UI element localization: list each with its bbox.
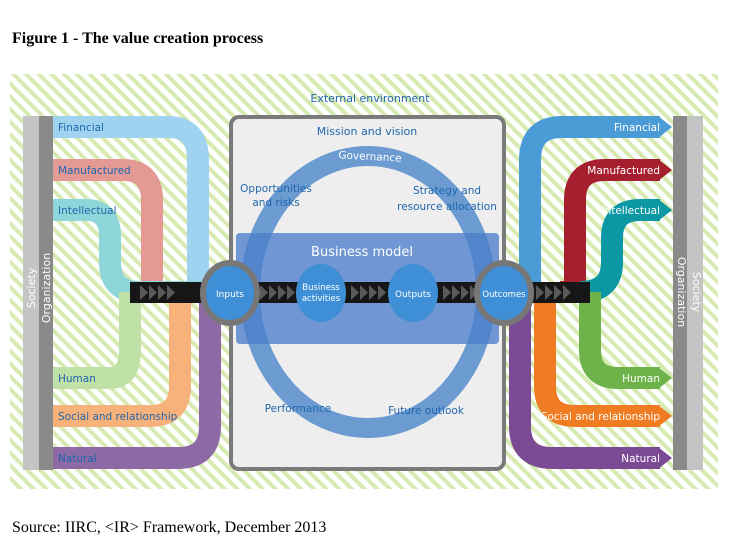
- governance-label: Governance: [338, 149, 402, 164]
- flow-chevron: [470, 285, 478, 300]
- flow-chevron: [443, 285, 451, 300]
- outcomes-label: Outcomes: [482, 290, 526, 300]
- right-arrowheads: [658, 116, 672, 469]
- capital-intellectual-left: Intellectual: [58, 205, 117, 217]
- opportunities-label-line1: Opportunities: [240, 183, 312, 195]
- capital-labels-right: Financial Manufactured Intellectual Huma…: [541, 122, 661, 465]
- outputs-label: Outputs: [395, 290, 431, 300]
- society-label-left: Society: [25, 267, 38, 308]
- opportunities-label-line2: and risks: [252, 197, 299, 209]
- strategy-label-line1: Strategy and: [413, 185, 481, 197]
- flow-intellectual-right: [579, 199, 660, 303]
- flow-chevron: [260, 285, 268, 300]
- flow-chevron: [167, 285, 175, 300]
- flow-chevron: [369, 285, 377, 300]
- business-model-label: Business model: [311, 245, 413, 260]
- flow-chevron: [461, 285, 469, 300]
- inputs-label: Inputs: [216, 290, 244, 300]
- capital-social-left: Social and relationship: [58, 411, 178, 423]
- flow-chevron: [554, 285, 562, 300]
- capital-manufactured-right: Manufactured: [587, 165, 660, 177]
- flow-chevron: [536, 285, 544, 300]
- business-activities-node: [296, 264, 346, 322]
- left-society-bar: Society Organization: [23, 116, 53, 470]
- source-note: Source: IIRC, <IR> Framework, December 2…: [12, 519, 327, 536]
- flow-chevron: [149, 285, 157, 300]
- business-activities-label-line1: Business: [302, 283, 340, 293]
- inputs-node: [206, 266, 254, 320]
- left-capital-flows: [52, 116, 221, 469]
- flow-chevron: [563, 285, 571, 300]
- flow-natural-right: [509, 292, 660, 469]
- flow-chevron: [140, 285, 148, 300]
- flow-chevron: [452, 285, 460, 300]
- performance-label: Performance: [265, 403, 332, 415]
- business-activities-label-line2: activities: [302, 294, 341, 304]
- flow-chevron: [545, 285, 553, 300]
- flow-chevron: [269, 285, 277, 300]
- mission-vision-label: Mission and vision: [317, 125, 418, 138]
- value-flow-chevrons: [140, 285, 571, 300]
- flow-intellectual-left: [52, 199, 220, 303]
- flow-manufactured-right: [560, 159, 660, 303]
- right-society-bar: Organization Society: [673, 116, 703, 470]
- flow-manufactured-left: [52, 159, 163, 292]
- capital-manufactured-left: Manufactured: [58, 165, 131, 177]
- flow-financial-left: [52, 116, 209, 292]
- flow-chevron: [378, 285, 386, 300]
- flow-human-left: [52, 292, 141, 389]
- flow-chevron: [158, 285, 166, 300]
- strategy-label-line2: resource allocation: [397, 201, 497, 213]
- flow-social-left: [52, 292, 191, 427]
- capital-natural-left: Natural: [58, 453, 97, 465]
- capital-natural-right: Natural: [621, 453, 660, 465]
- flow-human-right: [579, 292, 660, 389]
- capital-financial-right: Financial: [614, 122, 660, 134]
- flow-social-right: [534, 292, 660, 427]
- flow-chevron: [360, 285, 368, 300]
- society-label-right: Society: [690, 272, 703, 313]
- capital-labels-left: Financial Manufactured Intellectual Huma…: [58, 122, 178, 465]
- flow-chevron: [287, 285, 295, 300]
- outputs-node: [388, 264, 438, 322]
- flow-chevron: [278, 285, 286, 300]
- capital-human-right: Human: [622, 373, 660, 385]
- capital-social-right: Social and relationship: [541, 411, 661, 423]
- flow-financial-right: [510, 116, 660, 303]
- flow-natural-left: [52, 292, 221, 469]
- capital-human-left: Human: [58, 373, 96, 385]
- figure-caption: Figure 1 - The value creation process: [12, 30, 264, 47]
- organization-label-left: Organization: [40, 253, 53, 323]
- capital-intellectual-right: Intellectual: [601, 205, 660, 217]
- flow-chevron: [351, 285, 359, 300]
- capital-financial-left: Financial: [58, 122, 104, 134]
- outcomes-node: [480, 266, 528, 320]
- future-outlook-label: Future outlook: [388, 405, 465, 417]
- organization-label-right: Organization: [675, 257, 688, 327]
- right-capital-flows: [509, 116, 660, 469]
- external-environment-label: External environment: [310, 92, 430, 105]
